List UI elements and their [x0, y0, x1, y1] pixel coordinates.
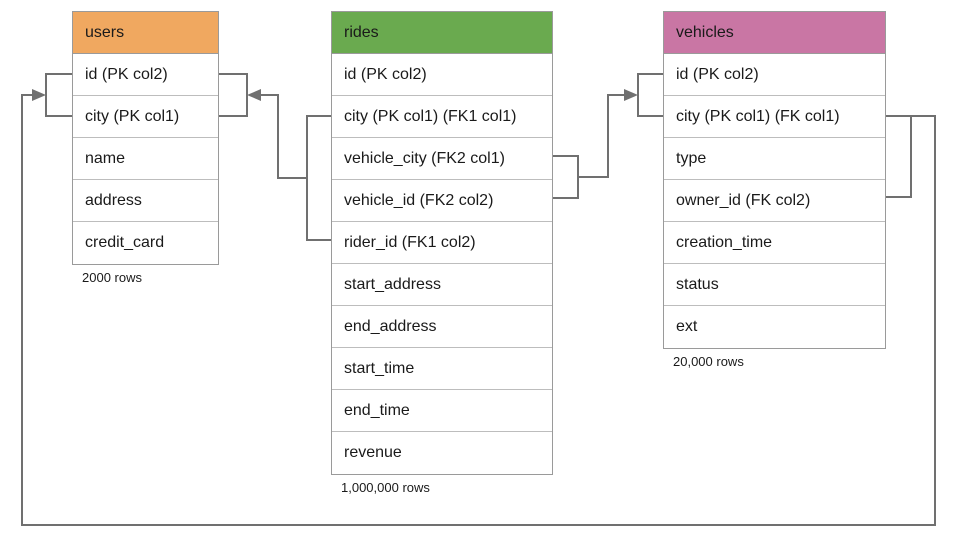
- rides-to-vehicles-arrowhead: [624, 89, 638, 101]
- table-vehicles-column-status[interactable]: status: [664, 264, 885, 306]
- table-vehicles-column-ext[interactable]: ext: [664, 306, 885, 348]
- vehicles-to-users-arrowhead: [32, 89, 46, 101]
- table-vehicles-column-city[interactable]: city (PK col1) (FK col1): [664, 96, 885, 138]
- table-rides-column-end-address[interactable]: end_address: [332, 306, 552, 348]
- table-rides-column-end-time[interactable]: end_time: [332, 390, 552, 432]
- table-rides-header: rides: [332, 12, 552, 54]
- table-vehicles-column-type[interactable]: type: [664, 138, 885, 180]
- table-rides-column-start-time[interactable]: start_time: [332, 348, 552, 390]
- table-vehicles[interactable]: vehicles id (PK col2) city (PK col1) (FK…: [663, 11, 886, 349]
- table-rides-column-vehicle-city[interactable]: vehicle_city (FK2 col1): [332, 138, 552, 180]
- table-rides-column-start-address[interactable]: start_address: [332, 264, 552, 306]
- table-rides-column-vehicle-id[interactable]: vehicle_id (FK2 col2): [332, 180, 552, 222]
- table-rides[interactable]: rides id (PK col2) city (PK col1) (FK1 c…: [331, 11, 553, 475]
- table-users-column-city[interactable]: city (PK col1): [73, 96, 218, 138]
- table-rides-column-city[interactable]: city (PK col1) (FK1 col1): [332, 96, 552, 138]
- table-rides-column-rider-id[interactable]: rider_id (FK1 col2): [332, 222, 552, 264]
- table-vehicles-column-owner-id[interactable]: owner_id (FK col2): [664, 180, 885, 222]
- table-users-column-name[interactable]: name: [73, 138, 218, 180]
- rides-left-bracket: [306, 115, 332, 241]
- table-users[interactable]: users id (PK col2) city (PK col1) name a…: [72, 11, 219, 265]
- table-users-column-credit-card[interactable]: credit_card: [73, 222, 218, 264]
- rides-to-users-arrowhead: [247, 89, 261, 101]
- table-vehicles-row-count: 20,000 rows: [673, 354, 744, 369]
- vehicles-right-bracket: [885, 115, 912, 198]
- rides-to-vehicles-wire: [577, 94, 625, 178]
- table-vehicles-column-creation-time[interactable]: creation_time: [664, 222, 885, 264]
- table-users-header: users: [73, 12, 218, 54]
- table-vehicles-column-id[interactable]: id (PK col2): [664, 54, 885, 96]
- table-rides-column-id[interactable]: id (PK col2): [332, 54, 552, 96]
- table-users-column-address[interactable]: address: [73, 180, 218, 222]
- table-vehicles-header: vehicles: [664, 12, 885, 54]
- table-users-column-id[interactable]: id (PK col2): [73, 54, 218, 96]
- table-rides-row-count: 1,000,000 rows: [341, 480, 430, 495]
- users-left-bracket: [45, 73, 73, 117]
- vehicles-left-bracket: [637, 73, 664, 117]
- table-users-row-count: 2000 rows: [82, 270, 142, 285]
- users-right-bracket: [218, 73, 248, 117]
- rides-to-users-wire: [260, 94, 308, 179]
- table-rides-column-revenue[interactable]: revenue: [332, 432, 552, 474]
- rides-right-bracket: [552, 155, 579, 199]
